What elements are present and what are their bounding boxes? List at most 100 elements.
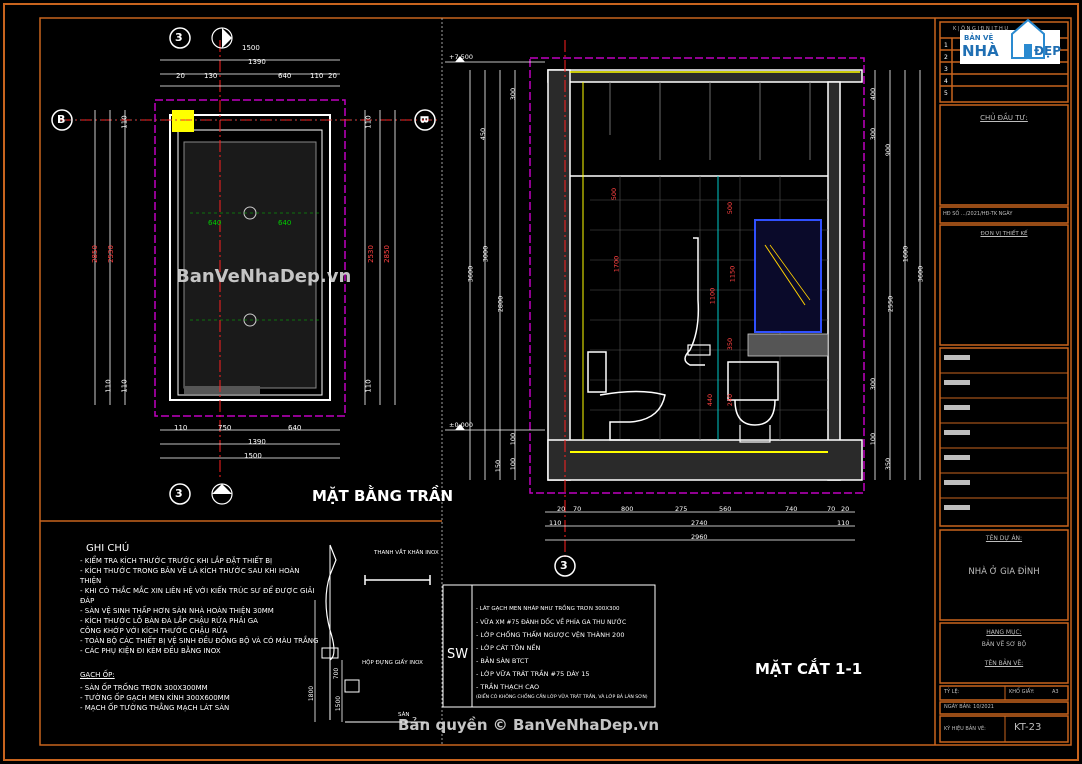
brand-logo [960, 18, 1060, 64]
drawing-frame [39, 17, 1072, 746]
sheet-border [3, 3, 1079, 761]
level-zero: ±0.000 [449, 421, 474, 429]
dim: 1390 [248, 58, 266, 66]
note-item: - KÍCH THƯỚC LỖ BÀN ĐÁ LẮP CHẬU RỬA PHẢI… [80, 617, 258, 625]
shower-hose [684, 237, 705, 366]
plan-grid-bottom-bubble [169, 483, 191, 505]
ceiling-plan [60, 40, 440, 480]
shower-mixer [687, 344, 711, 356]
paper-holder [344, 679, 360, 693]
logo-text-2: NHÀ [962, 42, 999, 60]
dim: 3600 [466, 265, 475, 283]
legend-layer: - LÁT GẠCH MEN NHÁP NHƯ TRỒNG TRƠN 300X3… [476, 606, 620, 612]
notes-title: GHI CHÚ [86, 543, 130, 554]
watermark-copyright: Bản quyền © BanVeNhaDep.vn [398, 716, 660, 734]
dim: 350 [884, 457, 893, 471]
plan-grid-bottom-label: 3 [175, 487, 183, 500]
dim: 110 [364, 379, 373, 393]
revision-row: 3 [944, 66, 948, 73]
dim: 750 [218, 424, 232, 432]
dim: 100 [509, 432, 518, 446]
dim: 350 [726, 337, 735, 351]
category-value: BẢN VẼ SƠ BỘ [981, 641, 1027, 648]
dim: 1600 [901, 245, 910, 263]
tile-item: - SÀN ỐP TRỐNG TRƠN 300X300MM [80, 684, 208, 692]
dim: 800 [621, 505, 634, 513]
plan-grid-top-bubble [169, 27, 191, 49]
section-title: MẶT CẮT 1-1 [755, 660, 863, 678]
legend-layer: (ĐIỂN CÓ KHÔNG CHỐNG CẦN LỚP VỮA TRÁT TR… [476, 695, 648, 700]
dim: 2530 [366, 245, 375, 263]
owner-label: CHỦ ĐẦU TƯ: [980, 114, 1028, 122]
tile-title: GẠCH ỐP: [80, 671, 115, 679]
legend-layers: - LÁT GẠCH MEN NHÁP NHƯ TRỒNG TRƠN 300X3… [476, 603, 656, 702]
dim: 70 [827, 505, 836, 513]
legend-code: SW [447, 647, 469, 662]
dim: 2850 [90, 245, 99, 263]
dim: 240 [726, 393, 735, 407]
dim: 110 [120, 115, 129, 129]
note-item: - KHI CÓ THẮC MẮC XIN LIÊN HỆ VỚI KIẾN T… [80, 587, 315, 605]
revision-rows: 1 2 3 4 5 [944, 40, 948, 100]
plan-cut-outline [154, 99, 346, 417]
dim: 1100 [708, 287, 717, 305]
dim: 560 [719, 505, 732, 513]
dim: 1500 [244, 452, 262, 460]
dim: 275 [675, 505, 688, 513]
legend-layer: - LỚP VỮA TRÁT TRẦN #75 DÀY 15 [476, 670, 590, 678]
dim: 100 [869, 432, 878, 446]
accessory-detail [314, 544, 431, 723]
detail-dim: 1800 [308, 685, 316, 702]
plan-title: MẶT BẰNG TRẦN [312, 487, 454, 505]
detail-dim: 1500 [335, 695, 343, 712]
plan-inner-dim-1: 640 [208, 219, 222, 227]
wall-toilet-bowl [734, 399, 776, 426]
dim: 500 [610, 187, 619, 201]
note-item: - KÍCH THƯỚC TRONG BẢN VẼ LÀ KÍCH THƯỚC … [80, 567, 300, 585]
contract-line: HĐ SỐ .../2021/HĐ-TK NGÀY [943, 211, 1013, 217]
dim: 2960 [691, 533, 708, 541]
legend-layer: - LỚP CHỐNG THẤM NGƯỢC VỆN THÀNH 200 [476, 631, 625, 639]
mirror [754, 219, 822, 333]
dim: 3000 [481, 245, 490, 263]
plan-inner-dim-2: 640 [278, 219, 292, 227]
sheet-number: KT-23 [1014, 722, 1042, 733]
dim: 450 [479, 127, 488, 141]
section-cut-outline [529, 57, 865, 494]
plan-grid-right-label: B [417, 115, 431, 124]
dim: 740 [785, 505, 798, 513]
dim: 110 [310, 72, 324, 80]
designer-label: ĐƠN VỊ THIẾT KẾ [980, 231, 1028, 237]
dim: 20 [328, 72, 337, 80]
tile-item: - TƯỜNG ỐP GẠCH MEN KÍNH 300X600MM [80, 694, 230, 702]
dim: 110 [837, 519, 850, 527]
dim: 440 [706, 393, 715, 407]
hand-shower [325, 544, 337, 661]
issue-date: NGÀY BẢN: 10/2021 [944, 704, 994, 710]
dim: 100 [509, 457, 518, 471]
note-item: - SÀN VỆ SINH THẤP HƠN SÀN NHÀ HOÀN THIỆ… [80, 607, 274, 615]
plan-ledge [184, 386, 260, 394]
paper-holder-label: HỘP ĐỰNG GIẤY INOX [362, 660, 423, 666]
plan-grid-left-label: B [57, 113, 66, 126]
plan-grid-top-label: 3 [175, 31, 183, 44]
vanity-counter [747, 333, 829, 357]
legend-table [442, 584, 656, 708]
dim: 20 [176, 72, 185, 80]
dim: 110 [174, 424, 188, 432]
floor-slab [547, 439, 863, 481]
legend-layer: - BẢN SÀN BTCT [476, 657, 529, 665]
dim: 1390 [248, 438, 266, 446]
dim: 20 [841, 505, 850, 513]
dim: 640 [288, 424, 302, 432]
notes-block: GHI CHÚ - KIỂM TRA KÍCH THƯỚC TRƯỚC KHI … [80, 543, 320, 713]
section-grid-bubble [554, 555, 576, 577]
dim: 110 [549, 519, 562, 527]
dim: 1150 [728, 265, 737, 283]
note-item: - CÁC PHỤ KIỆN ĐI KÈM ĐỀU BẰNG INOX [80, 647, 221, 655]
plan-grid-left-bubble [51, 109, 73, 131]
section-drawing [445, 40, 921, 577]
drawing-name-label: TÊN BẢN VẼ: [984, 660, 1024, 667]
